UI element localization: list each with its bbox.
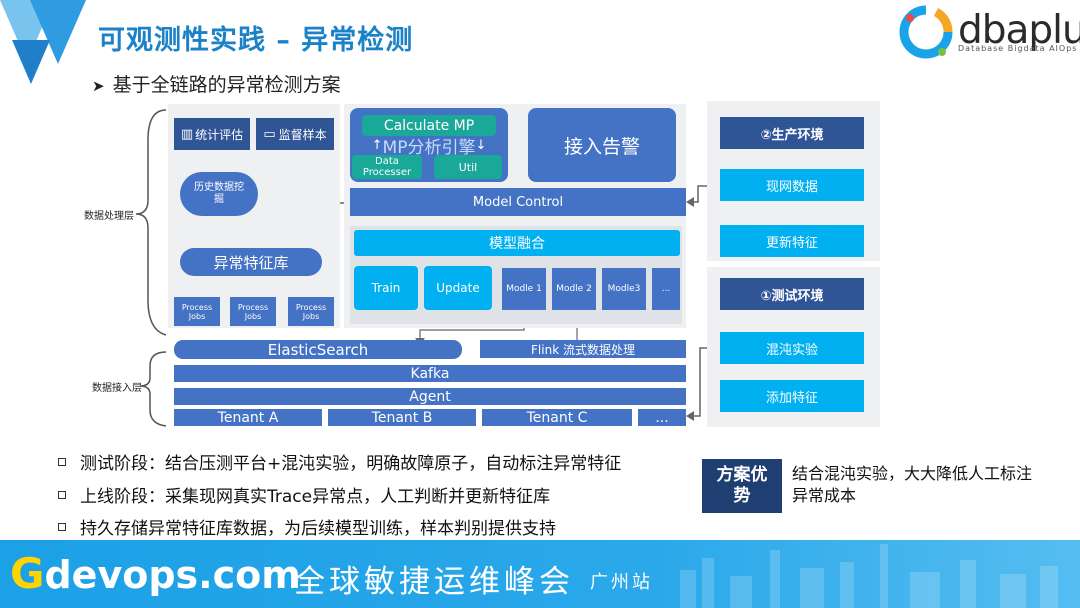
page-title: 可观测性实践 – 异常检测 [98, 25, 414, 56]
dbaplus-logo-icon [899, 5, 953, 59]
label-processing-layer: 数据处理层 [84, 211, 134, 222]
logo-text: dbaplus [958, 8, 1080, 53]
update-feature-box: 更新特征 [720, 225, 864, 257]
process-job-3: Process Jobs [288, 297, 334, 326]
process-job-2: Process Jobs [230, 297, 276, 326]
mp-engine-label: ↑MP分析引擎↓ [352, 134, 506, 158]
elasticsearch-bar: ElasticSearch [174, 340, 462, 359]
monitor-sample-label: 监督样本 [278, 127, 327, 142]
model-2: Modle 2 [552, 268, 596, 310]
arrow-down-icon: ↓ [475, 137, 487, 153]
label-ingestion-layer: 数据接入层 [92, 383, 142, 394]
stat-eval-box: ▥统计评估 [174, 118, 250, 150]
footer-event-name: 全球敏捷运维峰会 [294, 564, 574, 600]
feature-library: 异常特征库 [180, 248, 322, 276]
util-box: Util [434, 155, 502, 179]
tenant-c: Tenant C [482, 409, 632, 426]
bullet-1: 测试阶段：结合压测平台+混沌实验，明确故障原子，自动标注异常特征 [58, 449, 621, 474]
tenant-a: Tenant A [174, 409, 322, 426]
bullet-3: 持久存储异常特征库数据，为后续模型训练，样本判别提供支持 [58, 514, 556, 539]
logo-subtext: Database Bigdata AIOps [958, 44, 1078, 53]
process-job-label: Process Jobs [181, 302, 213, 321]
footer-banner [0, 540, 1080, 608]
footer-brand-g: G [10, 549, 45, 598]
city-skyline-icon [680, 544, 1058, 608]
page-subtitle: ➤ 基于全链路的异常检测方案 [92, 70, 341, 97]
stat-eval-label: 统计评估 [195, 127, 244, 142]
subtitle-text: 基于全链路的异常检测方案 [112, 74, 341, 96]
flink-bar: Flink 流式数据处理 [480, 340, 686, 358]
model-more: ... [652, 268, 680, 310]
chaos-experiment-box: 混沌实验 [720, 332, 864, 364]
feature-library-label: 异常特征库 [213, 253, 289, 272]
monitor-icon: ▭ [263, 126, 276, 142]
advantage-text: 结合混沌实验，大大降低人工标注异常成本 [792, 464, 1033, 505]
bullet-2: 上线阶段：采集现网真实Trace异常点，人工判断并更新特征库 [58, 482, 550, 507]
tenant-b: Tenant B [328, 409, 476, 426]
model-control-bar: Model Control [350, 188, 686, 216]
data-processer: Data Processer [352, 155, 422, 179]
live-data-box: 现网数据 [720, 169, 864, 201]
bullet-square-icon [58, 490, 66, 499]
process-job-label: Process Jobs [295, 302, 327, 321]
footer-city: 广州站 [590, 572, 653, 593]
bullet-text: 上线阶段：采集现网真实Trace异常点，人工判断并更新特征库 [80, 487, 551, 507]
alert-access-box: 接入告警 [528, 108, 676, 182]
tenant-more: ... [638, 409, 686, 426]
footer-brand-text: devops.com [44, 553, 301, 597]
production-env-title: ②生产环境 [720, 117, 864, 149]
arrow-icon: ➤ [92, 77, 105, 95]
calculate-mp: Calculate MP [362, 115, 496, 136]
model-3: Modle3 [602, 268, 646, 310]
mp-engine-text: MP分析引擎 [382, 137, 476, 158]
process-job-1: Process Jobs [174, 297, 220, 326]
bullet-square-icon [58, 457, 66, 466]
train-box: Train [354, 266, 418, 310]
bullet-text: 持久存储异常特征库数据，为后续模型训练，样本判别提供支持 [80, 519, 556, 539]
monitor-sample-box: ▭监督样本 [256, 118, 334, 150]
test-env-title: ①测试环境 [720, 278, 864, 310]
kafka-bar: Kafka [174, 365, 686, 382]
update-box: Update [424, 266, 492, 310]
history-mining-cloud: 历史数据挖掘 [180, 172, 258, 216]
model-1: Modle 1 [502, 268, 546, 310]
advantage-label: 方案优势 [702, 459, 782, 513]
arrow-up-icon: ↑ [371, 137, 383, 153]
process-job-label: Process Jobs [237, 302, 269, 321]
bullet-square-icon [58, 522, 66, 531]
chart-icon: ▥ [180, 126, 194, 142]
add-feature-box: 添加特征 [720, 380, 864, 412]
model-fusion-bar: 模型融合 [354, 230, 680, 256]
history-mining-label: 历史数据挖掘 [194, 182, 244, 205]
agent-bar: Agent [174, 388, 686, 405]
corner-logo-icon [0, 0, 86, 84]
bullet-text: 测试阶段：结合压测平台+混沌实验，明确故障原子，自动标注异常特征 [80, 454, 622, 474]
